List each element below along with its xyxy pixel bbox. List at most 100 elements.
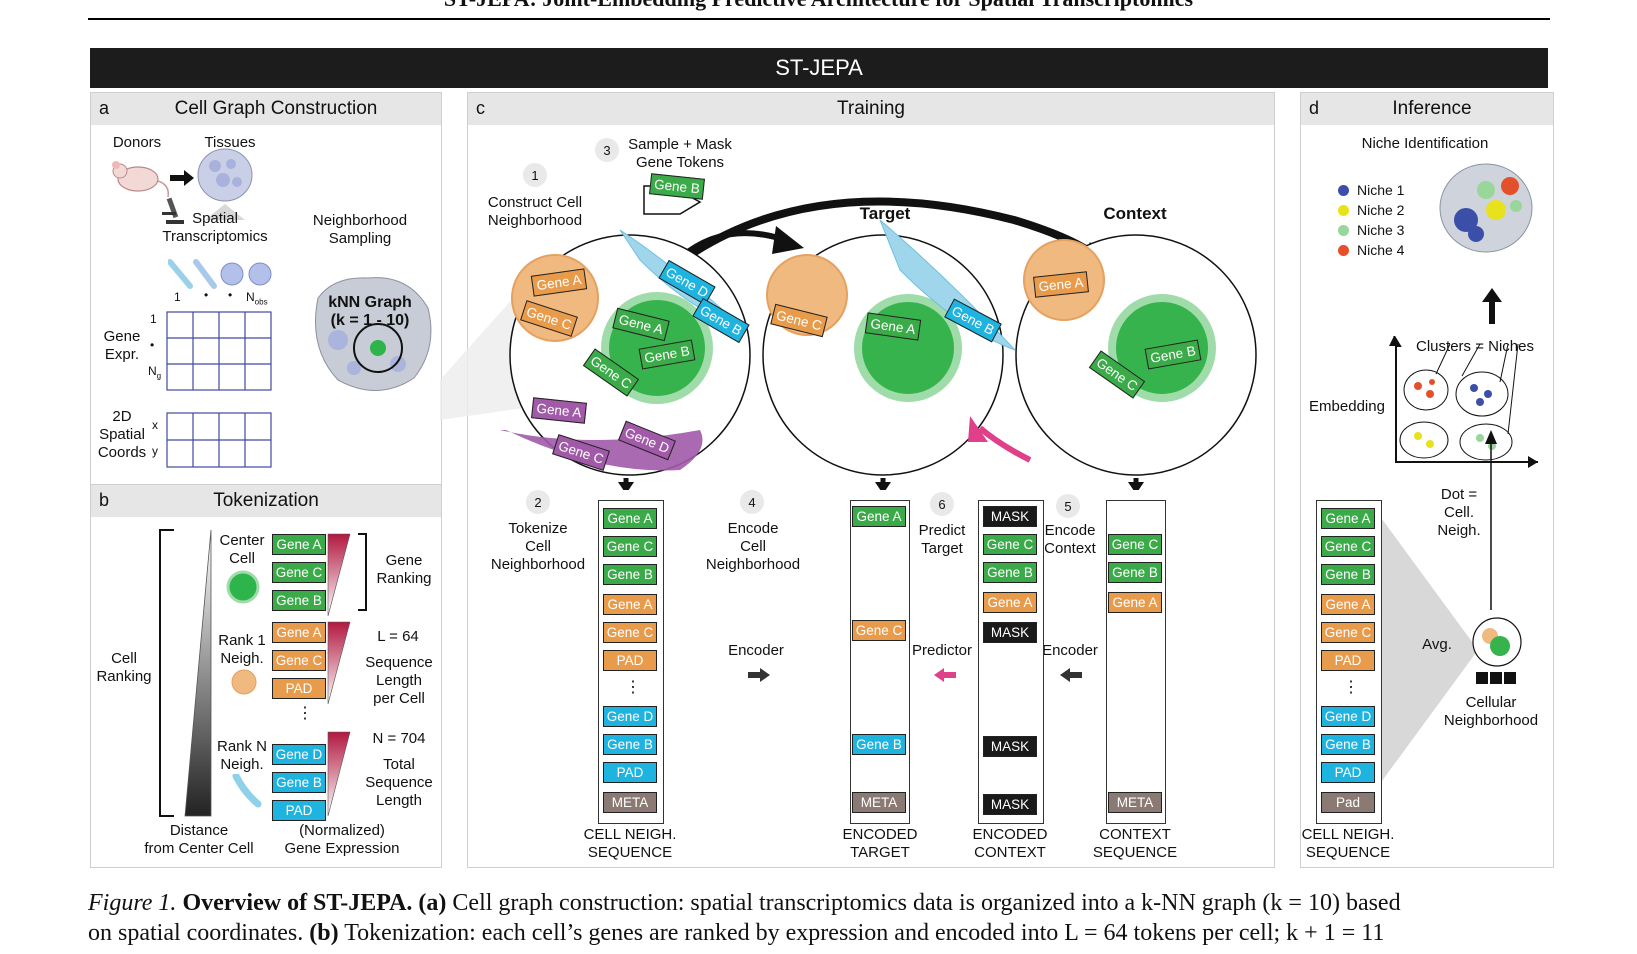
seq-target-box [850,500,910,824]
step-3-label: Sample + Mask Gene Tokens [628,136,732,171]
tissue-icon [197,148,253,202]
seq-enc-ctx-tok-4: MASK [983,622,1037,643]
cellular-neighborhood-icon [1472,617,1522,684]
encoder-1-arrow-icon [748,668,770,682]
seq-neigh-tok-8: PAD [603,762,657,783]
target-heading: Target [859,204,911,223]
ng-sub: g [156,371,162,381]
b-rank1-token-3: PAD [272,678,326,699]
seq-neigh-tok-3: Gene A [603,594,657,615]
seq-neigh-tok-1: Gene C [603,536,657,557]
niche-legend-item-3: Niche 3 [1338,220,1404,240]
seq-neigh-ellipsis: ⋮ [625,679,641,696]
step-6-badge: 6 [930,492,954,516]
step-1-badge: 1 [523,163,547,187]
niche-legend-item-4: Niche 4 [1338,240,1404,260]
seq-length-label: Sequence Length per Cell [365,654,433,707]
niche-legend: Niche 1 Niche 2 Niche 3 Niche 4 [1338,180,1404,260]
seq-ctx-tok-2: Gene A [1108,592,1162,613]
caption-fig: Figure 1. [88,890,177,916]
niche-2-label: Niche 2 [1357,202,1405,218]
dot-cell-neigh-label: Dot = Cell. Neigh. [1437,486,1481,539]
seq-neigh-tok-7: Gene B [603,734,657,755]
panel-d-header: d Inference [1301,93,1553,125]
d-seq-tok-8: PAD [1321,762,1375,783]
d-seq-tok-2: Gene B [1321,564,1375,585]
niche-2-dot [1338,204,1349,216]
b-center-token-1: Gene A [272,534,326,555]
predictor-label: Predictor [911,642,973,659]
niche-tissue-icon [1439,163,1533,253]
seq-target-tok-2: Gene B [852,734,906,755]
niche-id-label: Niche Identification [1361,135,1489,152]
paper-title: ST-JEPA: Joint-Embedding Predictive Arch… [0,0,1637,12]
caption-text-1: Cell graph construction: spatial transcr… [446,890,1401,916]
n704-label: N = 704 [372,730,426,747]
step-1-label: Construct Cell Neighborhood [487,194,583,229]
coord-y: y [152,444,158,458]
panel-b-letter: b [99,490,110,510]
seq-target-tok-3: META [852,792,906,813]
panel-a-title: Cell Graph Construction [174,98,378,119]
center-cell-icon [226,570,260,604]
d-seq-tok-6: Gene D [1321,706,1375,727]
d-seq-tok-9: Pad [1321,792,1375,813]
panel-d-title: Inference [1392,98,1472,119]
d-seq-tok-4: Gene C [1321,622,1375,643]
row-index-1: 1 [150,312,157,326]
step-3-badge: 3 [595,138,619,162]
cell-ranking-bracket [159,529,174,817]
seq-ctx-tok-1: Gene B [1108,562,1162,583]
caption-text-2: Tokenization: each cell’s genes are rank… [338,920,1385,946]
embedding-label: Embedding [1309,398,1385,415]
niche-4-label: Niche 4 [1357,242,1405,258]
spatial-coords-label: 2D Spatial Coords [97,408,147,461]
niche-1-label: Niche 1 [1357,182,1405,198]
embedding-plot [1389,336,1538,468]
seq-enc-ctx-tok-6: MASK [983,794,1037,815]
niche-legend-item-2: Niche 2 [1338,200,1404,220]
seq-enc-ctx-tok-3: Gene A [983,592,1037,613]
figure-caption: Figure 1. Overview of ST-JEPA. (a) Cell … [88,888,1554,948]
context-heading: Context [1103,204,1167,223]
avg-wedge [1368,500,1478,800]
seq-ctx-tok-3: META [1108,792,1162,813]
b-rankn-token-1: Gene D [272,744,326,765]
ng-n: N [148,364,157,378]
caption-line-2: on spatial coordinates. (b) Tokenization… [88,918,1554,948]
arrow-right-icon [170,170,194,186]
panel-b-header: b Tokenization [91,485,441,517]
dot-arrow-line [1485,430,1497,610]
knn-graph-tissue [315,277,432,391]
tissues-label: Tissues [204,134,256,151]
gene-ranking-bracket [358,533,367,611]
panel-c-letter: c [476,98,485,118]
seq-neigh-tok-6: Gene D [603,706,657,727]
rankn-label: Rank N Neigh. [216,738,268,773]
seq-ctx-label: CONTEXT SEQUENCE [1092,826,1178,861]
seq-target-tok-0: Gene A [852,506,906,527]
cellular-neighborhood-label: Cellular Neighborhood [1443,694,1539,729]
donors-label: Donors [112,134,162,151]
niche-3-label: Niche 3 [1357,222,1405,238]
cell-index-dot1: • [204,288,209,302]
rank-ellipsis: ⋮ [297,705,313,722]
nobs-n: N [246,290,255,304]
encoder-2-arrow-icon [1060,668,1082,682]
panel-c-title: Training [837,98,905,119]
seq-neigh-tok-2: Gene B [603,564,657,585]
b-center-token-2: Gene C [272,562,326,583]
nobs-sub: obs [254,297,268,307]
d-seq-label: CELL NEIGH. SEQUENCE [1301,826,1395,861]
seq-ctx-tok-0: Gene C [1108,534,1162,555]
coords-matrix [166,412,272,468]
rank1-cell-icon [231,669,257,695]
row-index-ng: Ng [148,364,161,380]
norm-expr-label: (Normalized) Gene Expression [284,822,400,857]
panel-c-header: c Training [468,93,1274,125]
d-seq-tok-7: Gene B [1321,734,1375,755]
niche-legend-item-1: Niche 1 [1338,180,1404,200]
avg-label: Avg. [1422,636,1452,653]
seq-enc-ctx-tok-5: MASK [983,736,1037,757]
coord-x: x [152,418,158,432]
